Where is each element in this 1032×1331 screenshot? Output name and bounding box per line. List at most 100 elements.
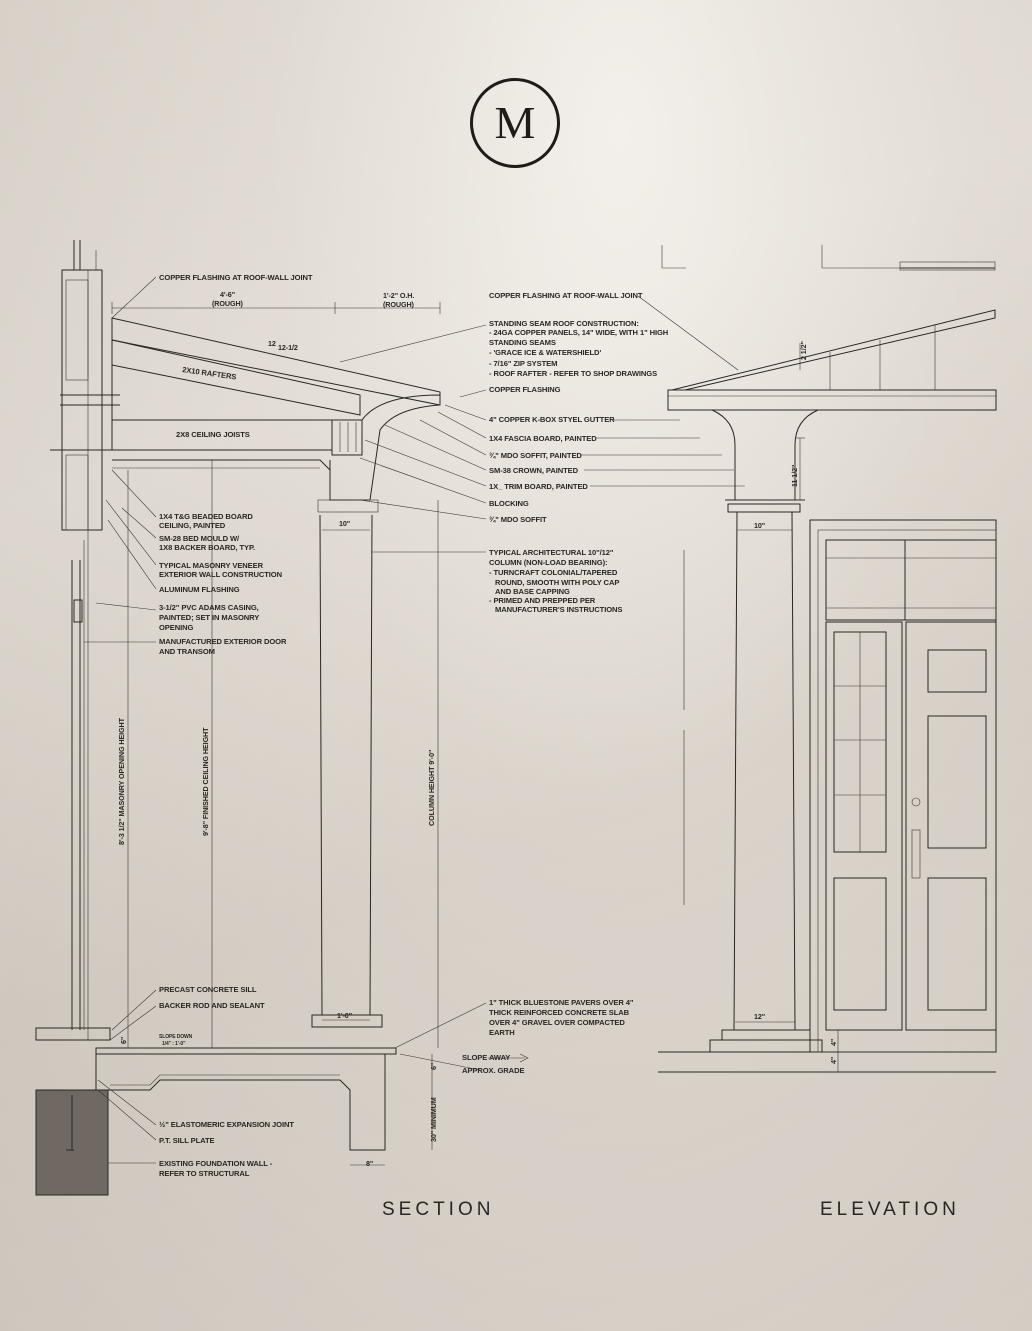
elevation-title: ELEVATION [820,1199,960,1220]
callout-mdo-soffit: ¾" MDO SOFFIT [489,515,547,524]
callout-standing-seam-6: - ROOF RAFTER - REFER TO SHOP DRAWINGS [489,369,657,378]
callout-column-4: ROUND, SMOOTH WITH POLY CAP [495,578,619,587]
label-beaded-board-2: CEILING, PAINTED [159,521,226,530]
elevation-column-left [733,511,738,1031]
concrete-slab [95,1054,386,1151]
dim-1-2-oh: 1'-2" O.H. [383,291,414,300]
label-slope-ratio: 1/4" : 1'-0" [162,1041,186,1047]
label-bed-mould-2: 1X8 BACKER BOARD, TYP. [159,543,255,552]
insulation-top [65,279,89,381]
roof-panel [111,317,441,406]
door-handle [911,829,921,879]
callout-mdo-soffit-painted: ¾" MDO SOFFIT, PAINTED [489,451,582,460]
label-ceiling-joists: 2X8 CEILING JOISTS [176,430,250,439]
dim-6-sill: 6" [119,1037,128,1044]
callout-approx-grade: APPROX. GRADE [462,1066,524,1075]
callout-column-7: MANUFACTURER'S INSTRUCTIONS [495,605,622,614]
elevation-dim-col-base: 12" [754,1012,765,1021]
callout-standing-seam: STANDING SEAM ROOF CONSTRUCTION: [489,319,639,328]
callout-column-2: COLUMN (NON-LOAD BEARING): [489,558,607,567]
label-pvc-casing-2: PAINTED; SET IN MASONRY [159,613,259,622]
callout-standing-seam-5: - 7/16" ZIP SYSTEM [489,359,557,368]
label-copper-flashing-top: COPPER FLASHING AT ROOF-WALL JOINT [159,273,313,282]
callout-crown: SM-38 CROWN, PAINTED [489,466,579,475]
logo-letter: M [494,97,536,148]
transom [825,539,997,621]
column-left-edge [319,514,323,1016]
dim-col-base: 1'-0" [337,1011,352,1020]
sidelight-door [825,621,903,1031]
callout-standing-seam-4: - 'GRACE ICE & WATERSHIELD' [489,348,601,357]
elevation-column-right [791,511,796,1031]
label-masonry-veneer: TYPICAL MASONRY VENEER [159,561,264,570]
callout-fascia: 1X4 FASCIA BOARD, PAINTED [489,434,597,443]
elevation-dim-col-top: 10" [754,521,765,530]
elevation-drawing [658,245,997,1073]
dim-6-slab: 6" [429,1063,438,1070]
elevation-labels: 2 1/2" 11 1/2" 10" 12" 4" 4" [754,341,838,1064]
label-slope-down: SLOPE DOWN [159,1034,193,1040]
column-base [311,1014,383,1028]
label-ext-door-2: AND TRANSOM [159,647,215,656]
insulation-bottom [65,454,89,531]
elevation-fascia [667,389,997,411]
label-precast-sill: PRECAST CONCRETE SILL [159,985,257,994]
elevation-roof [671,309,996,391]
callout-column: TYPICAL ARCHITECTURAL 10"/12" [489,548,614,557]
callout-trim-board: 1X_ TRIM BOARD, PAINTED [489,482,588,491]
callout-copper-flashing: COPPER FLASHING [489,385,561,394]
dim-11-5: 11 1/2" [790,465,799,487]
slope-rise: 12 [268,339,276,348]
precast-sill [35,1027,111,1041]
label-foundation: EXISTING FOUNDATION WALL - [159,1159,273,1168]
masonry-wall [61,269,103,531]
section-labels: COPPER FLASHING AT ROOF-WALL JOINT 4'-6"… [117,273,438,1178]
label-beaded-board: 1X4 T&G BEADED BOARD [159,512,253,521]
dim-8: 8" [366,1159,373,1168]
dim-1-2-oh-sub: (ROUGH) [383,300,415,309]
label-bed-mould: SM-28 BED MOULD W/ [159,534,240,543]
callout-copper-flashing-joint: COPPER FLASHING AT ROOF-WALL JOINT [489,291,643,300]
callout-slope-away: SLOPE AWAY [462,1053,510,1062]
callout-column-5: AND BASE CAPPING [495,587,570,596]
callout-bluestone: 1" THICK BLUESTONE PAVERS OVER 4" [489,998,634,1007]
callout-labels: COPPER FLASHING AT ROOF-WALL JOINT STAND… [462,291,668,1075]
callout-column-3: - TURNCRAFT COLONIAL/TAPERED [489,568,618,577]
section-drawing [35,240,481,1196]
column-capital [711,409,819,501]
m-logo: M [470,78,560,168]
label-foundation-2: REFER TO STRUCTURAL [159,1169,250,1178]
label-pvc-casing-3: OPENING [159,623,194,632]
label-backer-rod: BACKER ROD AND SEALANT [159,1001,265,1010]
dim-4a: 4" [829,1039,838,1046]
callout-bluestone-2: THICK REINFORCED CONCRETE SLAB [489,1008,630,1017]
section-title: SECTION [382,1199,495,1220]
label-sill-plate: P.T. SILL PLATE [159,1136,214,1145]
callout-bluestone-4: EARTH [489,1028,515,1037]
dim-30-minimum: 30" MINIMUM [429,1097,438,1142]
callout-blocking: BLOCKING [489,499,529,508]
label-ext-door: MANUFACTURED EXTERIOR DOOR [159,637,287,646]
callout-bluestone-3: OVER 4" GRAVEL OVER COMPACTED [489,1018,625,1027]
label-ceiling-height: 9'-8" FINISHED CEILING HEIGHT [201,727,210,836]
column-right-edge [369,514,373,1016]
label-pvc-casing: 3-1/2" PVC ADAMS CASING, [159,603,259,612]
door-frame [809,519,997,1053]
dim-4b: 4" [829,1057,838,1064]
dim-4-6: 4'-6" [220,290,235,299]
label-column-height: COLUMN HEIGHT 9'-0" [427,750,436,826]
door-knob [911,797,921,807]
blocking [331,419,363,456]
slope-run: 12-1/2 [278,343,298,352]
crown-moulding [329,394,441,501]
dim-2-5: 2 1/2" [799,341,808,360]
dim-col-top: 10" [339,519,350,528]
label-rafters: 2X10 RAFTERS [182,365,237,382]
main-door [905,621,997,1031]
bluestone-pavers [95,1047,397,1055]
dim-4-6-sub: (ROUGH) [212,299,244,308]
column-plinth [709,1039,823,1053]
callout-standing-seam-3: STANDING SEAMS [489,338,556,347]
callout-leaders [339,295,745,1063]
